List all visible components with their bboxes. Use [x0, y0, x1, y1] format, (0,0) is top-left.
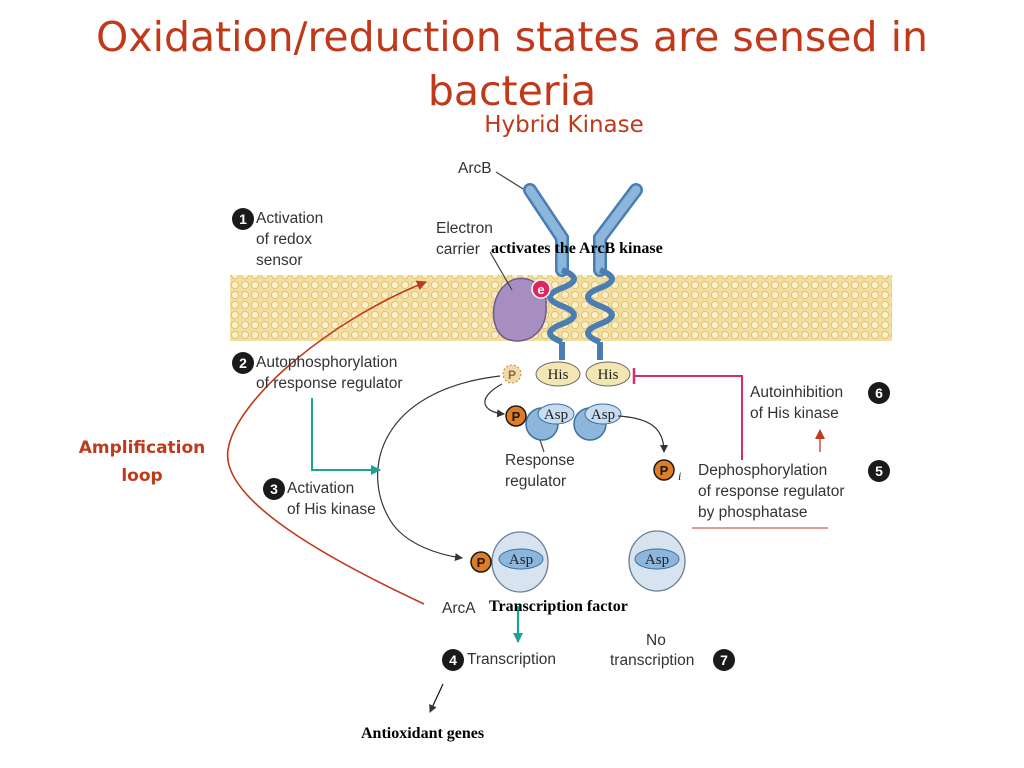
arca-unphosphorylated: Asp: [628, 530, 686, 592]
amplification-loop-label-line1: Amplification: [78, 438, 206, 458]
electron-carrier-label-line2: carrier: [436, 241, 480, 258]
arcb-left-subunit: [523, 183, 577, 360]
his-domain-left: His: [535, 361, 581, 387]
inorganic-phosphate: P i: [653, 459, 681, 483]
slide-title-line2: bacteria: [427, 67, 597, 115]
step-1-text-line1: Activation: [256, 210, 324, 227]
step-7-badge: 7: [713, 649, 735, 671]
asp-left-label: Asp: [544, 407, 568, 423]
step-6-badge: 6: [868, 382, 890, 404]
step-6-text-line2: of His kinase: [750, 405, 839, 422]
step-2-badge: 2: [232, 352, 254, 374]
phosphate-on-asp: P: [505, 405, 527, 427]
step-5-badge: 5: [868, 460, 890, 482]
p-his-label: P: [508, 368, 516, 382]
his-right-label: His: [598, 367, 619, 383]
slide-subtitle: Hybrid Kinase: [484, 112, 644, 138]
electron-badge: [531, 279, 551, 299]
inhibition-line: [634, 375, 743, 460]
step-5-text-line2: of response regulator: [698, 483, 845, 500]
arca-p-label: P: [477, 555, 486, 570]
step-7-text-line1: No: [646, 632, 666, 649]
asp-right-label: Asp: [591, 407, 615, 423]
transcription-factor-note: Transcription factor: [489, 598, 628, 615]
amplification-loop: [226, 280, 427, 605]
step-3-text-line1: Activation: [287, 480, 355, 497]
step-2-text-line1: Autophosphorylation: [256, 354, 398, 371]
slide-title-line1: Oxidation/reduction states are sensed in: [96, 13, 928, 61]
step-4-badge: 4: [442, 649, 464, 671]
response-regulator-label-line1: Response: [505, 452, 575, 469]
step-1-text-line2: of redox: [256, 231, 313, 248]
arca-asp-label: Asp: [509, 552, 533, 568]
his-left-label: His: [548, 367, 569, 383]
arcb-label: ArcB: [458, 160, 492, 177]
step-4-text: Transcription: [467, 651, 557, 668]
arca-label: ArcA: [442, 600, 476, 617]
p-asp-label: P: [512, 409, 521, 424]
pi-subscript: i: [678, 469, 681, 483]
activates-arcb-note: activates the ArcB kinase: [491, 240, 663, 257]
step-2-text-line2: of response regulator: [256, 375, 403, 392]
his-domain-right: His: [585, 361, 631, 387]
teal-arrow-2-3: [311, 398, 381, 475]
step-5-text-line1: Dephosphorylation: [698, 462, 828, 479]
amplification-loop-label-line2: loop: [121, 466, 163, 486]
pi-p-label: P: [660, 463, 669, 478]
phosphate-on-his: P: [502, 364, 522, 384]
step-6-text-line1: Autoinhibition: [750, 384, 844, 401]
step-3-badge: 3: [263, 478, 285, 500]
step-5-text-line3: by phosphatase: [698, 504, 808, 521]
step-1-text-line3: sensor: [256, 252, 303, 269]
electron-carrier-label-line1: Electron: [436, 220, 493, 237]
response-regulator-label-line2: regulator: [505, 473, 567, 490]
step-3-text-line2: of His kinase: [287, 501, 376, 518]
asp-domain-left: Asp: [525, 403, 575, 441]
antioxidant-genes-note: Antioxidant genes: [361, 725, 485, 742]
arcb-right-subunit: [585, 183, 643, 360]
step-7-text-line2: transcription: [610, 652, 695, 669]
step-1-badge: 1: [232, 208, 254, 230]
asp-domain-right: Asp: [573, 403, 622, 441]
arca-phosphorylated: Asp P: [470, 531, 549, 593]
arca-unphos-asp-label: Asp: [645, 552, 669, 568]
electron-badge-label: e: [537, 282, 544, 297]
antioxidant-arrow: [429, 683, 444, 713]
